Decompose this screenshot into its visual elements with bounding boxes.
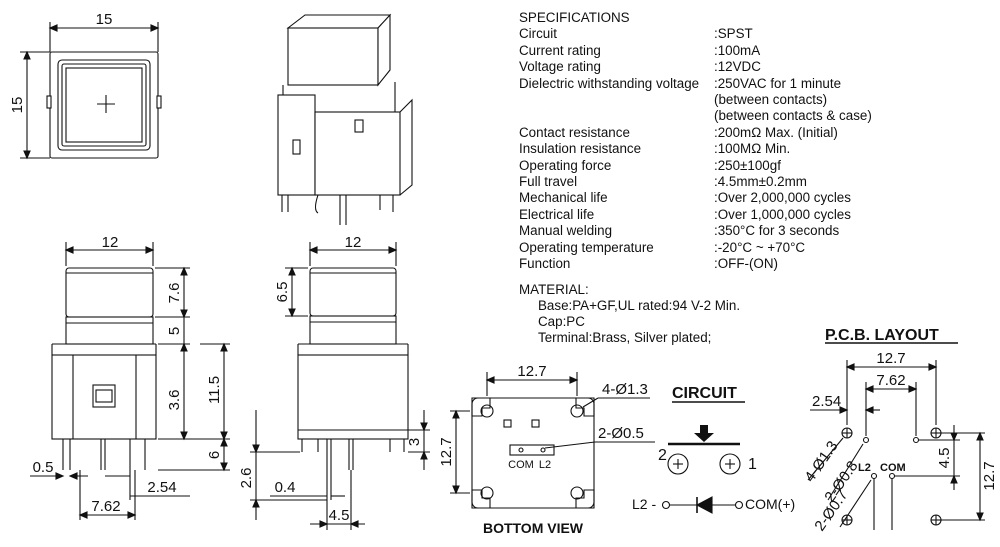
top-view: 15 15 <box>9 11 162 160</box>
pcb-layout: P.C.B. LAYOUT L2 COM 12.7 7.62 2.54 <box>801 327 998 534</box>
spec-label: Dielectric withstanding voltage <box>519 75 700 91</box>
specifications-block: SPECIFICATIONS Circuit :SPST Current ratin… <box>519 10 899 272</box>
front-window-height-label: 3.6 <box>166 390 183 411</box>
spec-value: :SPST <box>714 26 753 42</box>
pcb-l2-label: L2 <box>858 462 871 474</box>
material-title: MATERIAL: <box>519 282 589 297</box>
spec-value: :12VDC <box>714 59 761 75</box>
spec-label: Function <box>519 256 571 271</box>
spec-value: :250VAC for 1 minute <box>714 75 842 91</box>
spec-value: (between contacts) <box>714 92 828 107</box>
pcb-dim-12-7-vertical: 12.7 <box>981 461 998 490</box>
material-line: Base:PA+GF,UL rated:94 V-2 Min. <box>538 298 741 313</box>
spec-label: Operating force <box>519 157 612 173</box>
material-line: Terminal:Brass, Silver plated; <box>538 330 712 345</box>
pcb-dim-2-54: 2.54 <box>812 393 841 410</box>
side-view: 12 6.5 3 2.6 0.4 4.5 <box>238 234 430 530</box>
pcb-dim-12-7-horizontal: 12.7 <box>876 350 905 367</box>
side-width-label: 12 <box>345 234 362 251</box>
spec-label: Mechanical life <box>519 190 608 206</box>
spec-label: Current rating <box>519 42 601 58</box>
front-pin-offset-label: 2.54 <box>147 479 176 496</box>
spec-value: :100mA <box>714 42 761 58</box>
pcb-com-label: COM <box>880 462 906 474</box>
circuit-title: CIRCUIT <box>672 385 737 402</box>
bottom-height-label: 12.7 <box>438 437 455 466</box>
side-cap-height-label: 6.5 <box>274 282 291 303</box>
spec-value: :250±100gf <box>714 157 781 173</box>
spec-value: :-20°C ~ +70°C <box>714 239 806 255</box>
spec-value: :Over 1,000,000 cycles <box>714 206 851 222</box>
circuit-diagram: CIRCUIT 2 1 L2 - COM(+) <box>632 385 795 514</box>
front-pin-spacing-label: 7.62 <box>91 498 120 515</box>
spec-label: Electrical life <box>519 206 595 222</box>
front-width-label: 12 <box>102 234 119 251</box>
spec-value: :Over 2,000,000 cycles <box>714 190 851 206</box>
bottom-pin-label: 2-Ø0.5 <box>598 425 644 442</box>
side-pin-spacing-label: 4.5 <box>329 507 350 524</box>
spec-label: Manual welding <box>519 223 613 239</box>
spec-value: :350°C for 3 seconds <box>714 223 840 239</box>
circuit-pin2-label: 2 <box>658 447 667 464</box>
spec-label: Contact resistance <box>519 124 630 140</box>
spec-value: :100MΩ Min. <box>714 141 791 157</box>
circuit-led-right-label: COM(+) <box>745 496 795 512</box>
top-view-height-label: 15 <box>9 97 26 114</box>
circuit-led-left-label: L2 - <box>632 496 656 512</box>
side-pin-height-label: 3 <box>406 438 423 446</box>
bottom-l2-label: L2 <box>539 459 551 471</box>
bottom-com-label: COM <box>508 459 534 471</box>
pcb-dim-7-62: 7.62 <box>876 372 905 389</box>
spec-value: :200mΩ Max. (Initial) <box>714 124 838 140</box>
spec-label: Circuit <box>519 26 557 42</box>
side-pin-length-label: 2.6 <box>238 468 255 489</box>
bottom-view-title: BOTTOM VIEW <box>483 520 584 536</box>
spec-label: Operating temperature <box>519 239 654 255</box>
front-base-height-label: 11.5 <box>206 376 223 404</box>
isometric-view <box>277 13 413 225</box>
pcb-dim-4-5: 4.5 <box>936 448 953 469</box>
specifications-title: SPECIFICATIONS <box>519 10 630 25</box>
front-pin-length-label: 6 <box>206 451 223 459</box>
material-line: Cap:PC <box>538 314 585 329</box>
spec-label: Full travel <box>519 174 578 189</box>
side-pin-thickness-label: 0.4 <box>275 479 296 496</box>
spec-label: Insulation resistance <box>519 141 642 157</box>
bottom-width-label: 12.7 <box>517 363 546 380</box>
spec-label: Voltage rating <box>519 59 601 75</box>
bottom-view: COM L2 12.7 12.7 4-Ø1.3 2-Ø0.5 BOTTOM VI… <box>438 363 655 536</box>
front-collar-height-label: 5 <box>166 327 183 335</box>
circuit-pin1-label: 1 <box>748 456 757 473</box>
material-block: MATERIAL: Base:PA+GF,UL rated:94 V-2 Min… <box>519 282 879 352</box>
front-view: 12 7.6 5 3.6 11.5 6 0.5 2.54 7.62 <box>30 234 230 520</box>
front-pin-width-label: 0.5 <box>33 459 54 476</box>
spec-value: :4.5mm±0.2mm <box>714 174 807 189</box>
bottom-hole-label: 4-Ø1.3 <box>602 381 648 398</box>
front-cap-height-label: 7.6 <box>166 283 183 304</box>
spec-value: (between contacts & case) <box>714 108 872 124</box>
pcb-title: P.C.B. LAYOUT <box>825 327 939 344</box>
top-view-width-label: 15 <box>96 11 113 28</box>
spec-value: :OFF-(ON) <box>714 256 778 271</box>
